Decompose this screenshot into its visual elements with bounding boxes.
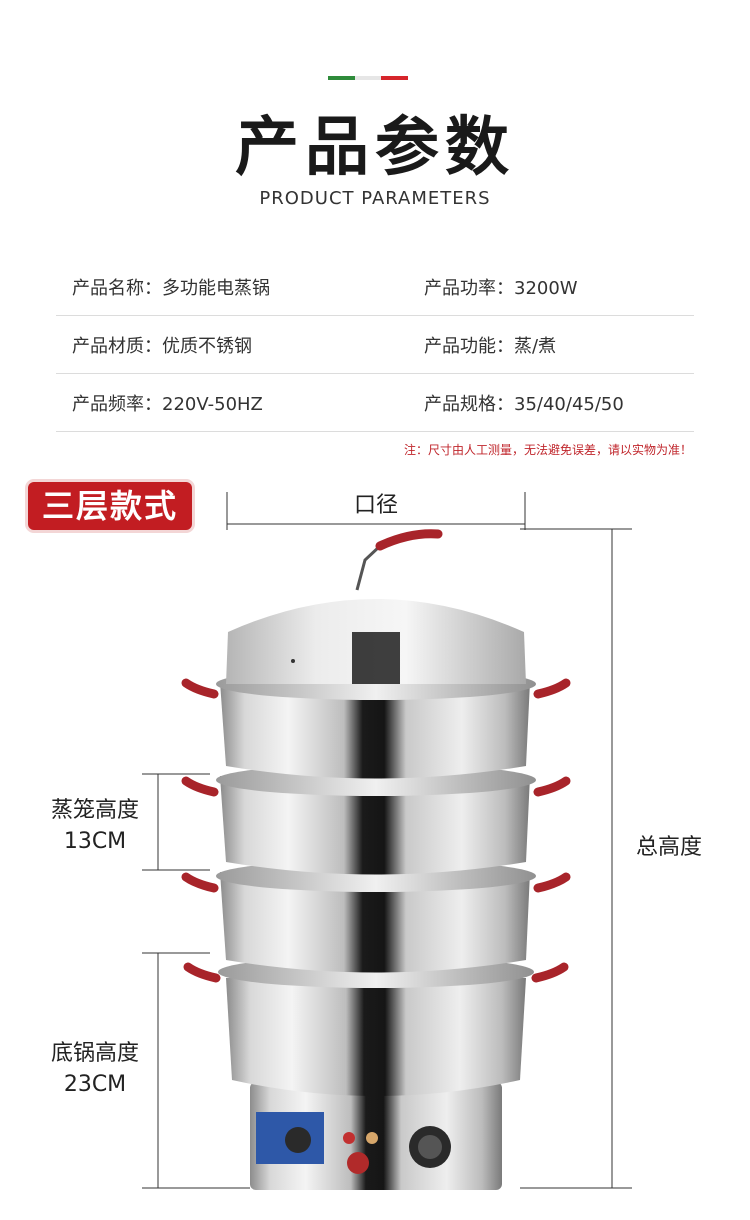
spec-value: 35/40/45/50 [514,393,624,415]
spec-table: 产品名称：多功能电蒸锅 产品功率：3200W 产品材质：优质不锈钢 产品功能：蒸… [56,258,694,432]
layer-height-label: 蒸笼高度 [50,798,139,823]
total-height-label: 总高度 [635,835,702,860]
spec-value: 220V-50HZ [162,393,263,415]
base-height-value: 23CM [63,1072,127,1097]
spec-row: 产品频率：220V-50HZ 产品规格：35/40/45/50 [56,374,694,432]
layer-height-value: 13CM [63,829,127,854]
spec-cell: 产品材质：优质不锈钢 [56,332,424,358]
diameter-label: 口径 [353,493,398,518]
spec-value: 优质不锈钢 [162,335,252,357]
spec-cell: 产品功能：蒸/煮 [424,332,694,358]
dimension-lines [142,492,632,1189]
spec-value: 3200W [514,277,578,299]
spec-cell: 产品名称：多功能电蒸锅 [56,274,424,300]
spec-label: 产品功能： [424,335,514,357]
base-height-label: 底锅高度 [50,1041,139,1066]
spec-label: 产品名称： [72,277,162,299]
disclaimer-note: 注：尺寸由人工测量，无法避免误差，请以实物为准！ [403,443,692,457]
spec-value: 蒸/煮 [514,335,557,357]
spec-cell: 产品功率：3200W [424,274,694,300]
spec-label: 产品规格： [424,393,514,415]
spec-label: 产品功率： [424,277,514,299]
model-badge: 三层款式 [28,482,192,530]
spec-row: 产品材质：优质不锈钢 产品功能：蒸/煮 [56,316,694,374]
page-subtitle: PRODUCT PARAMETERS [259,188,491,209]
spec-cell: 产品规格：35/40/45/50 [424,390,694,416]
spec-label: 产品材质： [72,335,162,357]
spec-value: 多功能电蒸锅 [162,277,270,299]
page-title: 产品参数 [235,111,515,185]
spec-label: 产品频率： [72,393,162,415]
spec-cell: 产品频率：220V-50HZ [56,390,424,416]
spec-row: 产品名称：多功能电蒸锅 产品功率：3200W [56,258,694,316]
flag-stripe [328,76,409,80]
steamer-product-image [142,492,632,1190]
